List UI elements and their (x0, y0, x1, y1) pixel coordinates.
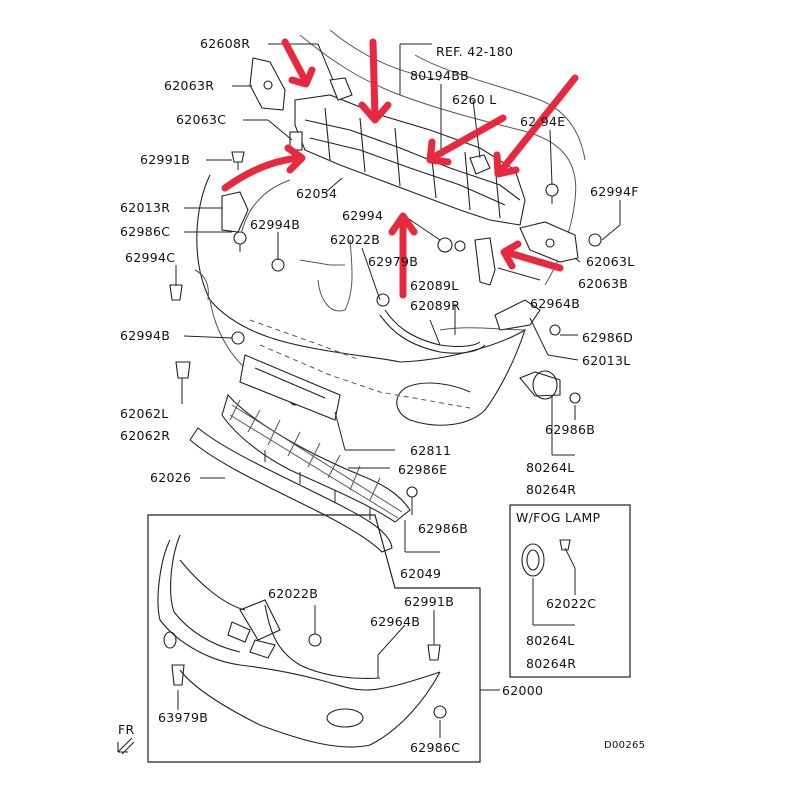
center-stay (474, 237, 496, 286)
bolt-62986C-low (433, 705, 447, 719)
label-62022B-top: 62022B (330, 232, 380, 247)
label-63979B: 63979B (158, 710, 208, 725)
bolt-62022B-top (376, 293, 390, 307)
bolt-62909B (454, 240, 466, 252)
highlight-arrow-5 (221, 144, 306, 192)
left-side-bracket (249, 57, 286, 111)
label-62063L: 62063L (586, 254, 635, 269)
side-bracket-62013L (494, 299, 541, 331)
license-bracket-62049 (239, 354, 341, 421)
label-diagram-code: D00265 (604, 740, 645, 751)
label-62994B-a: 62994B (250, 217, 300, 232)
highlight-arrow-4 (493, 74, 579, 178)
bolt-62994 (437, 237, 453, 253)
label-62994E: 62 94E (520, 114, 565, 129)
label-62994F: 62994F (590, 184, 639, 199)
label-62909B: 62979B (368, 254, 418, 269)
fog-lamp-box (509, 504, 631, 678)
label-80264L-fog: 80264L (526, 633, 575, 648)
lower-group-box (147, 514, 481, 763)
label-62026: 62026 (150, 470, 191, 485)
label-62991B-top: 62991B (140, 152, 190, 167)
fog-lamp-part (521, 539, 571, 577)
highlight-arrow-3 (426, 114, 507, 166)
clip-62991B-low (427, 644, 441, 661)
bolt-62022B-low (308, 633, 322, 647)
upper-left-clip (329, 77, 353, 101)
label-62062R: 62062R (120, 428, 170, 443)
bolt-62994B-a (271, 258, 285, 272)
label-62991B-low: 62991B (404, 594, 454, 609)
bolt-62986B-right (569, 392, 581, 404)
label-62986D: 62986D (582, 330, 633, 345)
bumper-face-62000 (157, 534, 441, 748)
label-62089L: 62089L (410, 278, 459, 293)
highlight-arrows (221, 38, 579, 299)
bolt-62986C (233, 231, 247, 252)
label-front: FR (118, 722, 134, 737)
label-62811: 62811 (410, 443, 451, 458)
bolt-62994F (588, 233, 602, 247)
label-fog-lamp: W/FOG LAMP (516, 510, 601, 525)
highlight-arrow-7 (500, 240, 564, 272)
label-80264R: 80264R (526, 482, 576, 497)
bolt-62994E (545, 183, 559, 204)
highlight-arrow-1 (281, 38, 316, 88)
label-80264L: 80264L (526, 460, 575, 475)
label-62994C: 62994C (125, 250, 175, 265)
label-62964B-low: 62964B (370, 614, 420, 629)
lower-cover-62026 (189, 427, 393, 553)
label-80194BB: 80194BB (410, 68, 469, 83)
reinforcement-beam (294, 94, 526, 226)
label-ref: REF. 42-180 (436, 44, 513, 59)
part-labels: 62608R 62063R 62063C 62991B 62013R 62986… (118, 36, 645, 755)
label-62063B: 62063B (578, 276, 628, 291)
bolt-62986B-mid (406, 486, 418, 498)
highlight-arrow-2 (358, 38, 392, 124)
clip-62991B-top (231, 151, 245, 170)
bolt-62986D (549, 324, 561, 336)
label-62986C: 62986C (120, 224, 170, 239)
side-bracket-62013R (221, 191, 249, 233)
vehicle-body-outline (239, 29, 586, 286)
clip-63979B (171, 664, 185, 686)
label-62986B-mid: 62986B (418, 521, 468, 536)
label-62986C-low: 62986C (410, 740, 460, 755)
fog-lamp-upper (519, 370, 561, 400)
label-62062L: 62062L (120, 406, 169, 421)
label-62964B-top: 62964B (530, 296, 580, 311)
label-62022C: 62022C (546, 596, 596, 611)
label-6260xL: 6260 L (452, 92, 497, 107)
right-side-bracket (519, 221, 579, 263)
label-62000: 62000 (502, 683, 543, 698)
label-62063R: 62063R (164, 78, 214, 93)
label-62608R: 62608R (200, 36, 250, 51)
front-direction-icon (117, 737, 135, 755)
clip-62994C (169, 284, 183, 301)
grille-62811 (221, 393, 411, 523)
leader-lines (175, 43, 621, 738)
label-80264R-fog: 80264R (526, 656, 576, 671)
fasteners (169, 151, 602, 719)
label-62063C: 62063C (176, 112, 226, 127)
label-62994B-b: 62994B (120, 328, 170, 343)
label-62013R: 62013R (120, 200, 170, 215)
garnish-62089 (379, 309, 486, 354)
label-62089R: 62089R (410, 298, 460, 313)
clip-62062 (175, 361, 191, 379)
label-62013L: 62013L (582, 353, 631, 368)
upper-bumper-outline (194, 174, 526, 426)
highlight-arrow-6 (388, 212, 418, 299)
label-62986E: 62986E (398, 462, 447, 477)
label-62049: 62049 (400, 566, 441, 581)
label-62986B-right: 62986B (545, 422, 595, 437)
label-62054: 62054 (296, 186, 337, 201)
grille-mesh (229, 399, 403, 519)
label-62022B-low: 62022B (268, 586, 318, 601)
label-62994-mid: 62994 (342, 208, 383, 223)
bolt-62994B-b (231, 331, 245, 345)
